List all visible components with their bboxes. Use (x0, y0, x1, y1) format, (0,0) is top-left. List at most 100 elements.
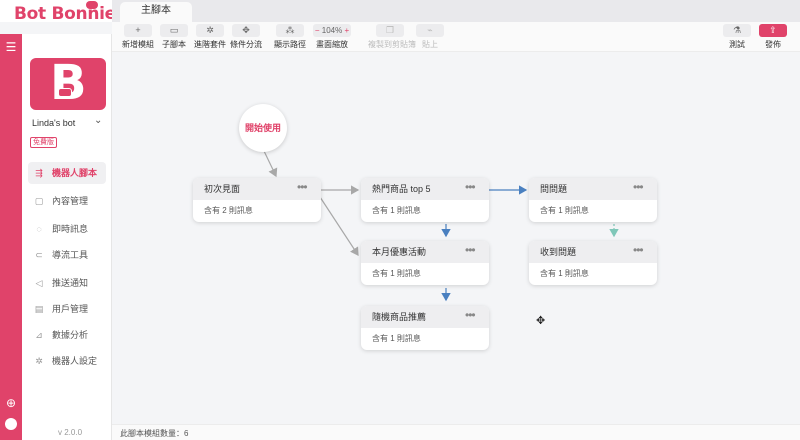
node-message-count: 含有 1 則訊息 (540, 269, 589, 278)
gear-icon: ✲ (35, 356, 43, 366)
canvas-zoom-label: 畫面縮放 (316, 40, 348, 49)
content-icon: ▢ (34, 196, 44, 206)
show-path-button[interactable]: ⁂ 顯示路徑 (274, 24, 306, 50)
sub-script-button[interactable]: ▭ 子腳本 (160, 24, 188, 50)
split-arrows-icon: ✥ (232, 24, 260, 37)
bot-avatar-logo: B (30, 58, 106, 110)
sidebar-item-label: 內容管理 (52, 196, 89, 206)
folder-icon: ▭ (160, 24, 188, 37)
chevron-down-icon[interactable]: ⌄ (94, 115, 103, 126)
flow-node-ask-question[interactable]: 問問題 ••• 含有 1 則訊息 (529, 178, 657, 222)
paste-button[interactable]: ⌁ 貼上 (416, 24, 444, 50)
script-icon: ⇶ (35, 168, 43, 178)
node-title: 初次見面 (204, 184, 241, 194)
broadcast-icon: ◁ (35, 278, 43, 288)
flow-canvas[interactable] (112, 52, 800, 424)
node-header (361, 178, 489, 200)
bot-logo-bubble-icon (58, 88, 72, 97)
sidebar-item-label: 機器人腳本 (52, 168, 98, 178)
more-options-icon[interactable]: ••• (465, 243, 476, 257)
node-header (361, 241, 489, 263)
node-title: 熱門商品 top 5 (372, 184, 431, 194)
left-rail: ☰ ⊕ (0, 34, 22, 440)
copy-to-clipboard-button[interactable]: ❐ 複製到剪貼簿 (368, 24, 416, 50)
move-cursor-icon: ✥ (536, 315, 546, 327)
sub-script-label: 子腳本 (162, 40, 186, 49)
globe-icon[interactable]: ⊕ (5, 396, 17, 410)
copy-to-clipboard-label: 複製到剪貼簿 (368, 40, 416, 49)
flow-node-random-product[interactable]: 隨機商品推薦 ••• 含有 1 則訊息 (361, 306, 489, 350)
users-icon: ▤ (34, 304, 44, 314)
node-title: 本月優惠活動 (372, 247, 427, 257)
sidebar-item-users[interactable]: ▤ 用戶管理 (28, 298, 106, 320)
sidebar-item-label: 數據分析 (52, 330, 89, 340)
node-title: 問問題 (540, 184, 568, 194)
chart-icon: ⊿ (35, 330, 43, 340)
sidebar-item-bot-settings[interactable]: ✲ 機器人設定 (28, 350, 106, 372)
sidebar-item-label: 導流工具 (52, 250, 89, 260)
cloud-upload-icon: ⇪ (759, 24, 787, 37)
node-header (529, 241, 657, 263)
copy-icon: ❐ (376, 24, 404, 37)
test-button[interactable]: ⚗ 測試 (722, 24, 752, 50)
top-bar: Bot Bonnie 主腳本 (0, 0, 800, 24)
chat-icon: ◌ (36, 224, 42, 234)
avatar[interactable] (5, 418, 17, 430)
more-options-icon[interactable]: ••• (465, 180, 476, 194)
path-icon: ⁂ (276, 24, 304, 37)
paste-icon: ⌁ (416, 24, 444, 37)
tab-main-script[interactable]: 主腳本 (120, 2, 192, 22)
sidebar-item-growth-tools[interactable]: ⊂ 導流工具 (28, 244, 106, 266)
settings-icon: ✲ (196, 24, 224, 37)
sidebar-item-label: 用戶管理 (52, 304, 89, 314)
advanced-kit-button[interactable]: ✲ 進階套件 (194, 24, 226, 50)
bot-selector-name[interactable]: Linda's bot (32, 118, 76, 128)
toolbar: + 新增模組 ▭ 子腳本 ✲ 進階套件 ✥ 條件分流 ⁂ 顯示路徑 − 104%… (112, 22, 800, 52)
more-options-icon[interactable]: ••• (297, 180, 308, 194)
show-path-label: 顯示路徑 (274, 40, 306, 49)
start-node[interactable]: 開始使用 (239, 104, 287, 152)
sidebar-item-live-chat[interactable]: ◌ 即時訊息 (28, 218, 106, 240)
flow-node-first-meet[interactable]: 初次見面 ••• 含有 2 則訊息 (193, 178, 321, 222)
more-options-icon[interactable]: ••• (465, 308, 476, 322)
paste-label: 貼上 (422, 40, 438, 49)
sidebar-item-bot-script[interactable]: ⇶ 機器人腳本 (28, 162, 106, 184)
tab-strip (112, 0, 800, 22)
sidebar-item-label: 推送通知 (52, 278, 89, 288)
flow-node-top5-products[interactable]: 熱門商品 top 5 ••• 含有 1 則訊息 (361, 178, 489, 222)
add-module-button[interactable]: + 新增模組 (122, 24, 154, 50)
flow-node-question-received[interactable]: 收到問題 ••• 含有 1 則訊息 (529, 241, 657, 285)
node-message-count: 含有 1 則訊息 (540, 206, 589, 215)
node-title: 隨機商品推薦 (372, 312, 427, 322)
sidebar: B Linda's bot ⌄ 免費版 ⇶ 機器人腳本 ▢ 內容管理 ◌ 即時訊… (22, 34, 112, 440)
sidebar-item-broadcast[interactable]: ◁ 推送通知 (28, 272, 106, 294)
hamburger-icon[interactable]: ☰ (5, 40, 17, 54)
advanced-kit-label: 進階套件 (194, 40, 226, 49)
zoom-box: − 104% + (313, 24, 351, 37)
node-title: 收到問題 (540, 247, 577, 257)
zoom-control: − 104% + 畫面縮放 (312, 24, 352, 50)
conditional-split-button[interactable]: ✥ 條件分流 (230, 24, 262, 50)
more-options-icon[interactable]: ••• (633, 243, 644, 257)
sidebar-item-label: 即時訊息 (52, 224, 89, 234)
sidebar-item-content[interactable]: ▢ 內容管理 (28, 190, 106, 212)
module-count-text: 此腳本模組數量：6 (120, 429, 189, 438)
more-options-icon[interactable]: ••• (633, 180, 644, 194)
magnet-icon: ⊂ (35, 250, 43, 260)
node-header (529, 178, 657, 200)
zoom-value: 104% (321, 26, 343, 35)
flow-node-monthly-deal[interactable]: 本月優惠活動 ••• 含有 1 則訊息 (361, 241, 489, 285)
plan-badge: 免費版 (30, 137, 57, 148)
zoom-in-button[interactable]: + (344, 26, 350, 35)
sidebar-item-label: 機器人設定 (52, 356, 98, 366)
app-logo[interactable]: Bot Bonnie (14, 4, 116, 24)
logo-chat-bubble-icon (86, 1, 98, 9)
publish-button[interactable]: ⇪ 發佈 (758, 24, 788, 50)
plus-icon: + (124, 24, 152, 37)
sidebar-item-analytics[interactable]: ⊿ 數據分析 (28, 324, 106, 346)
test-label: 測試 (729, 40, 745, 49)
zoom-out-button[interactable]: − (314, 26, 320, 35)
conditional-split-label: 條件分流 (230, 40, 262, 49)
node-message-count: 含有 1 則訊息 (372, 206, 421, 215)
node-message-count: 含有 2 則訊息 (204, 206, 253, 215)
